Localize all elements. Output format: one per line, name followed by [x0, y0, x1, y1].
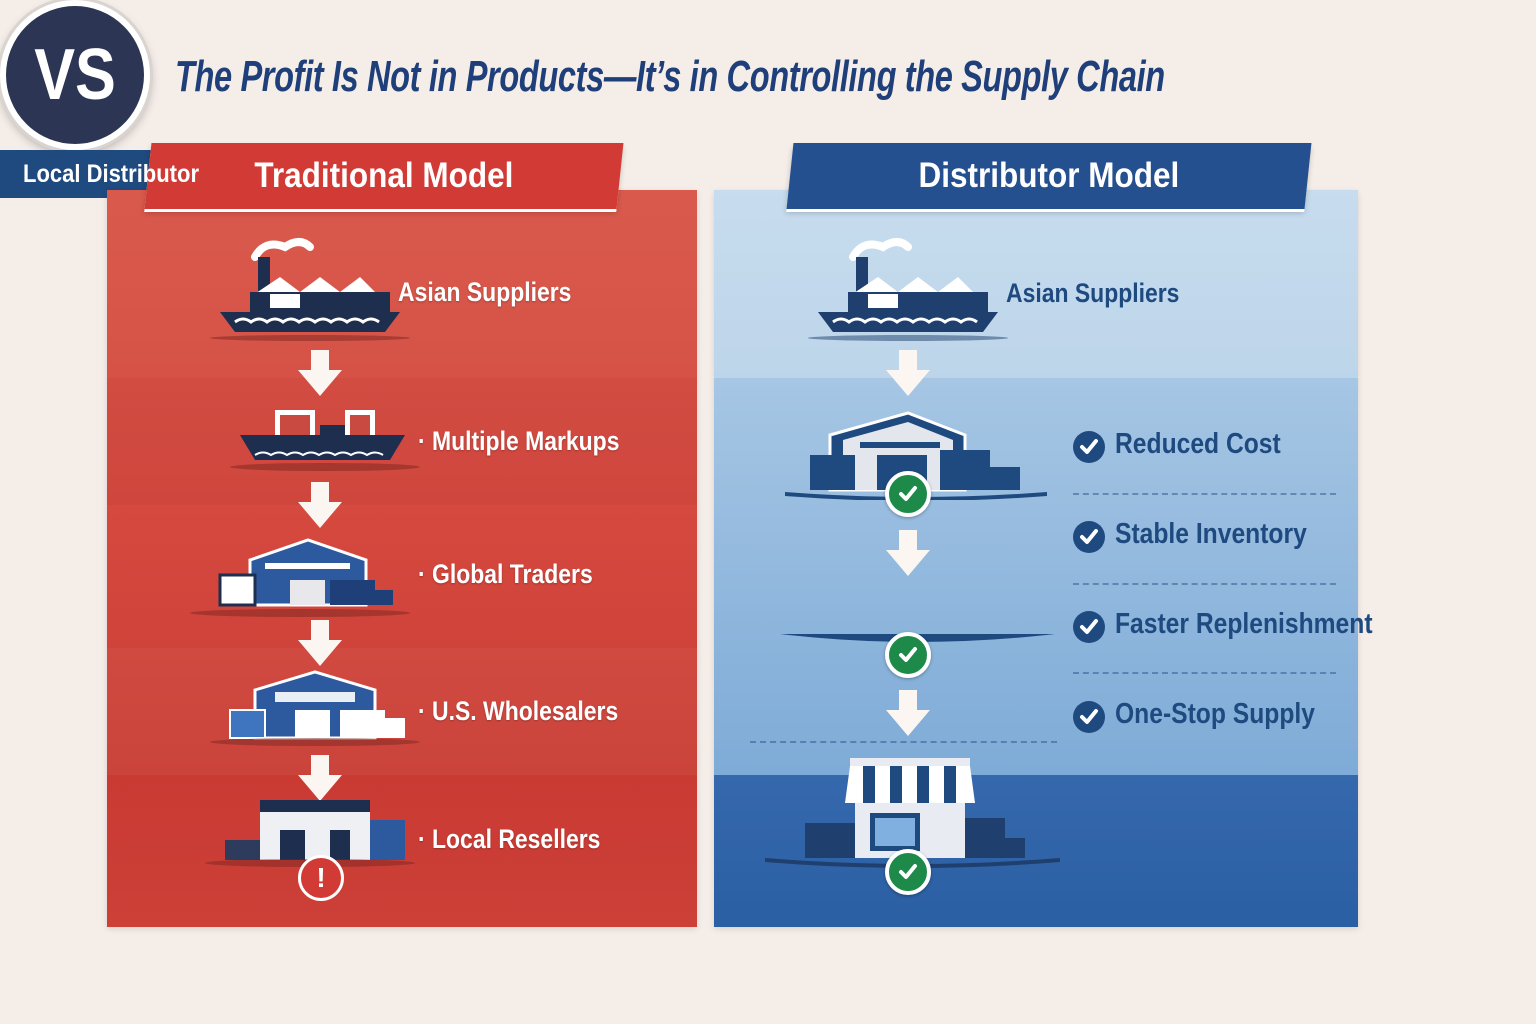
step-label: · Multiple Markups: [418, 426, 620, 456]
benefit-label: Stable Inventory: [1115, 518, 1307, 550]
distributor-model-header: Distributor Model: [786, 143, 1312, 209]
warning-icon: !: [298, 855, 344, 901]
divider: [1073, 583, 1336, 585]
step-label: Asian Suppliers: [398, 277, 572, 307]
warehouse-icon: [190, 538, 410, 617]
check-icon: [885, 632, 931, 678]
benefit-label: Faster Replenishment: [1115, 608, 1373, 640]
check-icon: [1073, 611, 1105, 643]
step-label: · Global Traders: [418, 559, 593, 589]
cargo-ship-icon: [230, 410, 420, 471]
down-arrow-icon: [886, 350, 930, 396]
traditional-model-header: Traditional Model: [144, 143, 624, 209]
down-arrow-icon: [298, 620, 342, 666]
down-arrow-icon: [886, 690, 930, 736]
vs-badge: VS: [0, 0, 150, 150]
divider: [1073, 493, 1336, 495]
check-icon: [1073, 521, 1105, 553]
source-label: Asian Suppliers: [1006, 278, 1180, 308]
store-icon: [765, 758, 1060, 868]
down-arrow-icon: [298, 482, 342, 528]
store-icon: [205, 800, 415, 867]
step-label: · Local Resellers: [418, 824, 601, 854]
divider: [1073, 672, 1336, 674]
check-icon: [1073, 701, 1105, 733]
factory-ship-icon: [210, 238, 410, 341]
check-icon: [1073, 431, 1105, 463]
warehouse-truck-icon: [210, 670, 420, 746]
down-arrow-icon: [298, 350, 342, 396]
check-icon: [885, 471, 931, 517]
benefit-label: One-Stop Supply: [1115, 698, 1315, 730]
factory-ship-icon: [808, 238, 1008, 341]
down-arrow-icon: [886, 530, 930, 576]
benefit-label: Reduced Cost: [1115, 428, 1281, 460]
step-label: · U.S. Wholesalers: [418, 696, 619, 726]
page-title: The Profit Is Not in Products—It’s in Co…: [175, 52, 1165, 101]
check-icon: [885, 849, 931, 895]
divider: [750, 741, 1057, 743]
